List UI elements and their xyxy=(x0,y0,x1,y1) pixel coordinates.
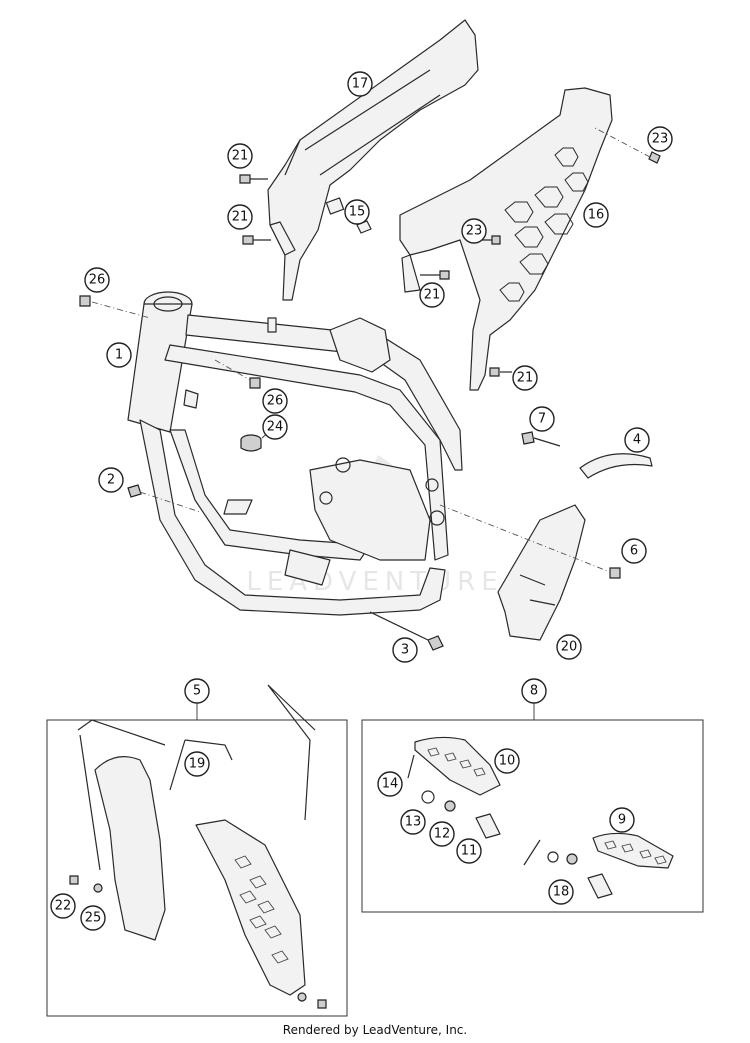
svg-text:20: 20 xyxy=(561,640,578,655)
callout-22: 22 xyxy=(50,893,76,919)
callout-23-a: 23 xyxy=(647,126,673,152)
svg-text:19: 19 xyxy=(189,757,206,772)
svg-text:1: 1 xyxy=(115,348,123,363)
svg-text:6: 6 xyxy=(630,544,638,559)
svg-text:22: 22 xyxy=(55,899,72,914)
callout-21-a: 21 xyxy=(227,143,253,169)
bolt-23-a xyxy=(594,127,661,164)
callout-15: 15 xyxy=(344,199,370,225)
svg-text:21: 21 xyxy=(517,371,534,386)
svg-text:9: 9 xyxy=(618,813,626,828)
svg-text:21: 21 xyxy=(424,288,441,303)
callout-3: 3 xyxy=(392,637,418,663)
main-frame-1 xyxy=(127,291,463,616)
svg-text:5: 5 xyxy=(193,684,201,699)
svg-text:4: 4 xyxy=(633,433,641,448)
plug-26-b xyxy=(214,359,261,389)
svg-text:10: 10 xyxy=(499,754,516,769)
svg-text:23: 23 xyxy=(466,224,483,239)
callout-10: 10 xyxy=(494,748,520,774)
callout-8: 8 xyxy=(521,678,547,704)
callout-6: 6 xyxy=(621,538,647,564)
svg-text:12: 12 xyxy=(434,827,451,842)
rendered-by-credit: Rendered by LeadVenture, Inc. xyxy=(282,1023,468,1037)
callout-14: 14 xyxy=(377,771,403,797)
callout-21-c: 21 xyxy=(419,282,445,308)
svg-text:3: 3 xyxy=(401,643,409,658)
callout-13: 13 xyxy=(400,809,426,835)
callout-24: 24 xyxy=(262,414,288,440)
svg-text:26: 26 xyxy=(89,273,106,288)
callout-19: 19 xyxy=(184,751,210,777)
svg-text:14: 14 xyxy=(382,777,399,792)
svg-text:16: 16 xyxy=(588,208,605,223)
rear-subframe-17 xyxy=(267,19,479,301)
callout-5: 5 xyxy=(184,678,210,704)
callout-23-b: 23 xyxy=(461,218,487,244)
plug-26-a xyxy=(79,295,151,319)
callout-21-b: 21 xyxy=(227,204,253,230)
svg-text:24: 24 xyxy=(267,420,284,435)
svg-text:17: 17 xyxy=(352,77,369,92)
svg-text:26: 26 xyxy=(267,394,284,409)
chain-guide-4 xyxy=(579,453,653,479)
nut-2 xyxy=(127,484,201,513)
callout-18: 18 xyxy=(548,879,574,905)
svg-text:2: 2 xyxy=(107,473,115,488)
callout-11: 11 xyxy=(456,838,482,864)
callout-4: 4 xyxy=(624,427,650,453)
rear-subframe-16 xyxy=(399,87,613,391)
callout-21-d: 21 xyxy=(512,365,538,391)
svg-text:23: 23 xyxy=(652,132,669,147)
svg-text:15: 15 xyxy=(349,205,366,220)
svg-text:7: 7 xyxy=(538,412,546,427)
callout-12: 12 xyxy=(429,821,455,847)
bolt-21-c xyxy=(420,270,450,280)
svg-text:21: 21 xyxy=(232,210,249,225)
footpeg-kit-8 xyxy=(361,702,704,913)
grommet-24 xyxy=(240,429,272,452)
bolt-7 xyxy=(521,431,561,447)
bolt-21-d xyxy=(489,367,512,377)
bolt-3 xyxy=(369,611,444,651)
svg-text:11: 11 xyxy=(461,844,478,859)
callout-25: 25 xyxy=(80,905,106,931)
svg-text:18: 18 xyxy=(553,885,570,900)
svg-text:21: 21 xyxy=(232,149,249,164)
watermark-text: LEADVENTURE xyxy=(246,567,503,597)
callout-7: 7 xyxy=(529,406,555,432)
frame-protector-kit-5 xyxy=(46,684,348,1017)
svg-text:13: 13 xyxy=(405,815,422,830)
nut-6 xyxy=(439,504,621,579)
callout-20: 20 xyxy=(556,634,582,660)
callout-16: 16 xyxy=(583,202,609,228)
callout-1: 1 xyxy=(106,342,132,368)
callout-9: 9 xyxy=(609,807,635,833)
svg-text:8: 8 xyxy=(530,684,538,699)
callout-26-b: 26 xyxy=(262,388,288,414)
chain-slider-20 xyxy=(497,504,586,641)
bolt-21-b xyxy=(242,235,271,245)
callout-2: 2 xyxy=(98,467,124,493)
callout-26-a: 26 xyxy=(84,267,110,293)
svg-text:25: 25 xyxy=(85,911,102,926)
bolt-21-a xyxy=(239,174,268,184)
callout-17: 17 xyxy=(347,71,373,97)
